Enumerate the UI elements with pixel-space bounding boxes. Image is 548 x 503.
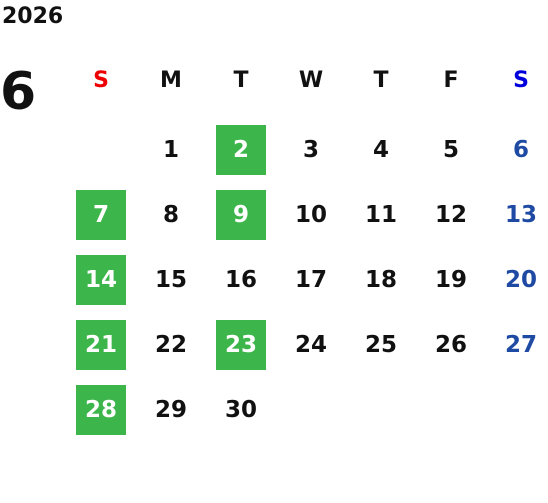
day-cell-28[interactable]: 28 (66, 382, 136, 438)
day-cell-20[interactable]: 20 (486, 252, 548, 308)
day-cell-13[interactable]: 13 (486, 187, 548, 243)
day-number: 25 (364, 332, 397, 358)
weekday-sunday: S (93, 68, 109, 93)
day-cell-2[interactable]: 2 (206, 122, 276, 178)
day-cell-25[interactable]: 25 (346, 317, 416, 373)
day-cell-8[interactable]: 8 (136, 187, 206, 243)
day-number: 21 (76, 320, 126, 370)
day-number: 28 (76, 385, 126, 435)
weekday-thursday: T (373, 68, 389, 93)
weekday-tuesday: T (233, 68, 249, 93)
day-number: 22 (154, 332, 187, 358)
day-cell-5[interactable]: 5 (416, 122, 486, 178)
day-number: 5 (442, 137, 459, 163)
day-number: 18 (364, 267, 397, 293)
day-number: 3 (302, 137, 319, 163)
day-number: 30 (224, 397, 257, 423)
day-number: 26 (434, 332, 467, 358)
day-cell-24[interactable]: 24 (276, 317, 346, 373)
day-number: 11 (364, 202, 397, 228)
day-cell-4[interactable]: 4 (346, 122, 416, 178)
day-number: 23 (216, 320, 266, 370)
day-number: 7 (76, 190, 126, 240)
day-number: 6 (512, 137, 529, 163)
day-cell-14[interactable]: 14 (66, 252, 136, 308)
day-cell-17[interactable]: 17 (276, 252, 346, 308)
day-number: 24 (294, 332, 327, 358)
day-number: 29 (154, 397, 187, 423)
day-cell-21[interactable]: 21 (66, 317, 136, 373)
day-cell-11[interactable]: 11 (346, 187, 416, 243)
day-cell-18[interactable]: 18 (346, 252, 416, 308)
day-cell-19[interactable]: 19 (416, 252, 486, 308)
day-number: 17 (294, 267, 327, 293)
day-cell-7[interactable]: 7 (66, 187, 136, 243)
day-number: 9 (216, 190, 266, 240)
day-number: 10 (294, 202, 327, 228)
day-number: 15 (154, 267, 187, 293)
month-label: 6 (0, 62, 37, 122)
day-cell-23[interactable]: 23 (206, 317, 276, 373)
day-cell-29[interactable]: 29 (136, 382, 206, 438)
day-number: 16 (224, 267, 257, 293)
day-cell-15[interactable]: 15 (136, 252, 206, 308)
day-cell-26[interactable]: 26 (416, 317, 486, 373)
day-number: 20 (504, 267, 537, 293)
weekday-monday: M (160, 68, 182, 93)
day-number: 13 (504, 202, 537, 228)
day-number: 8 (162, 202, 179, 228)
weekday-saturday: S (513, 68, 529, 93)
day-cell-27[interactable]: 27 (486, 317, 548, 373)
year-label: 2026 (2, 4, 64, 29)
day-cell-9[interactable]: 9 (206, 187, 276, 243)
day-cell-22[interactable]: 22 (136, 317, 206, 373)
day-cell-10[interactable]: 10 (276, 187, 346, 243)
day-number: 12 (434, 202, 467, 228)
day-number: 27 (504, 332, 537, 358)
day-number: 2 (216, 125, 266, 175)
weekday-friday: F (443, 68, 459, 93)
day-number: 14 (76, 255, 126, 305)
day-cell-1[interactable]: 1 (136, 122, 206, 178)
day-number: 4 (372, 137, 389, 163)
day-cell-12[interactable]: 12 (416, 187, 486, 243)
weekday-wednesday: W (298, 68, 324, 93)
day-cell-16[interactable]: 16 (206, 252, 276, 308)
day-number: 1 (162, 137, 179, 163)
day-cell-30[interactable]: 30 (206, 382, 276, 438)
day-cell-6[interactable]: 6 (486, 122, 548, 178)
day-number: 19 (434, 267, 467, 293)
day-cell-3[interactable]: 3 (276, 122, 346, 178)
